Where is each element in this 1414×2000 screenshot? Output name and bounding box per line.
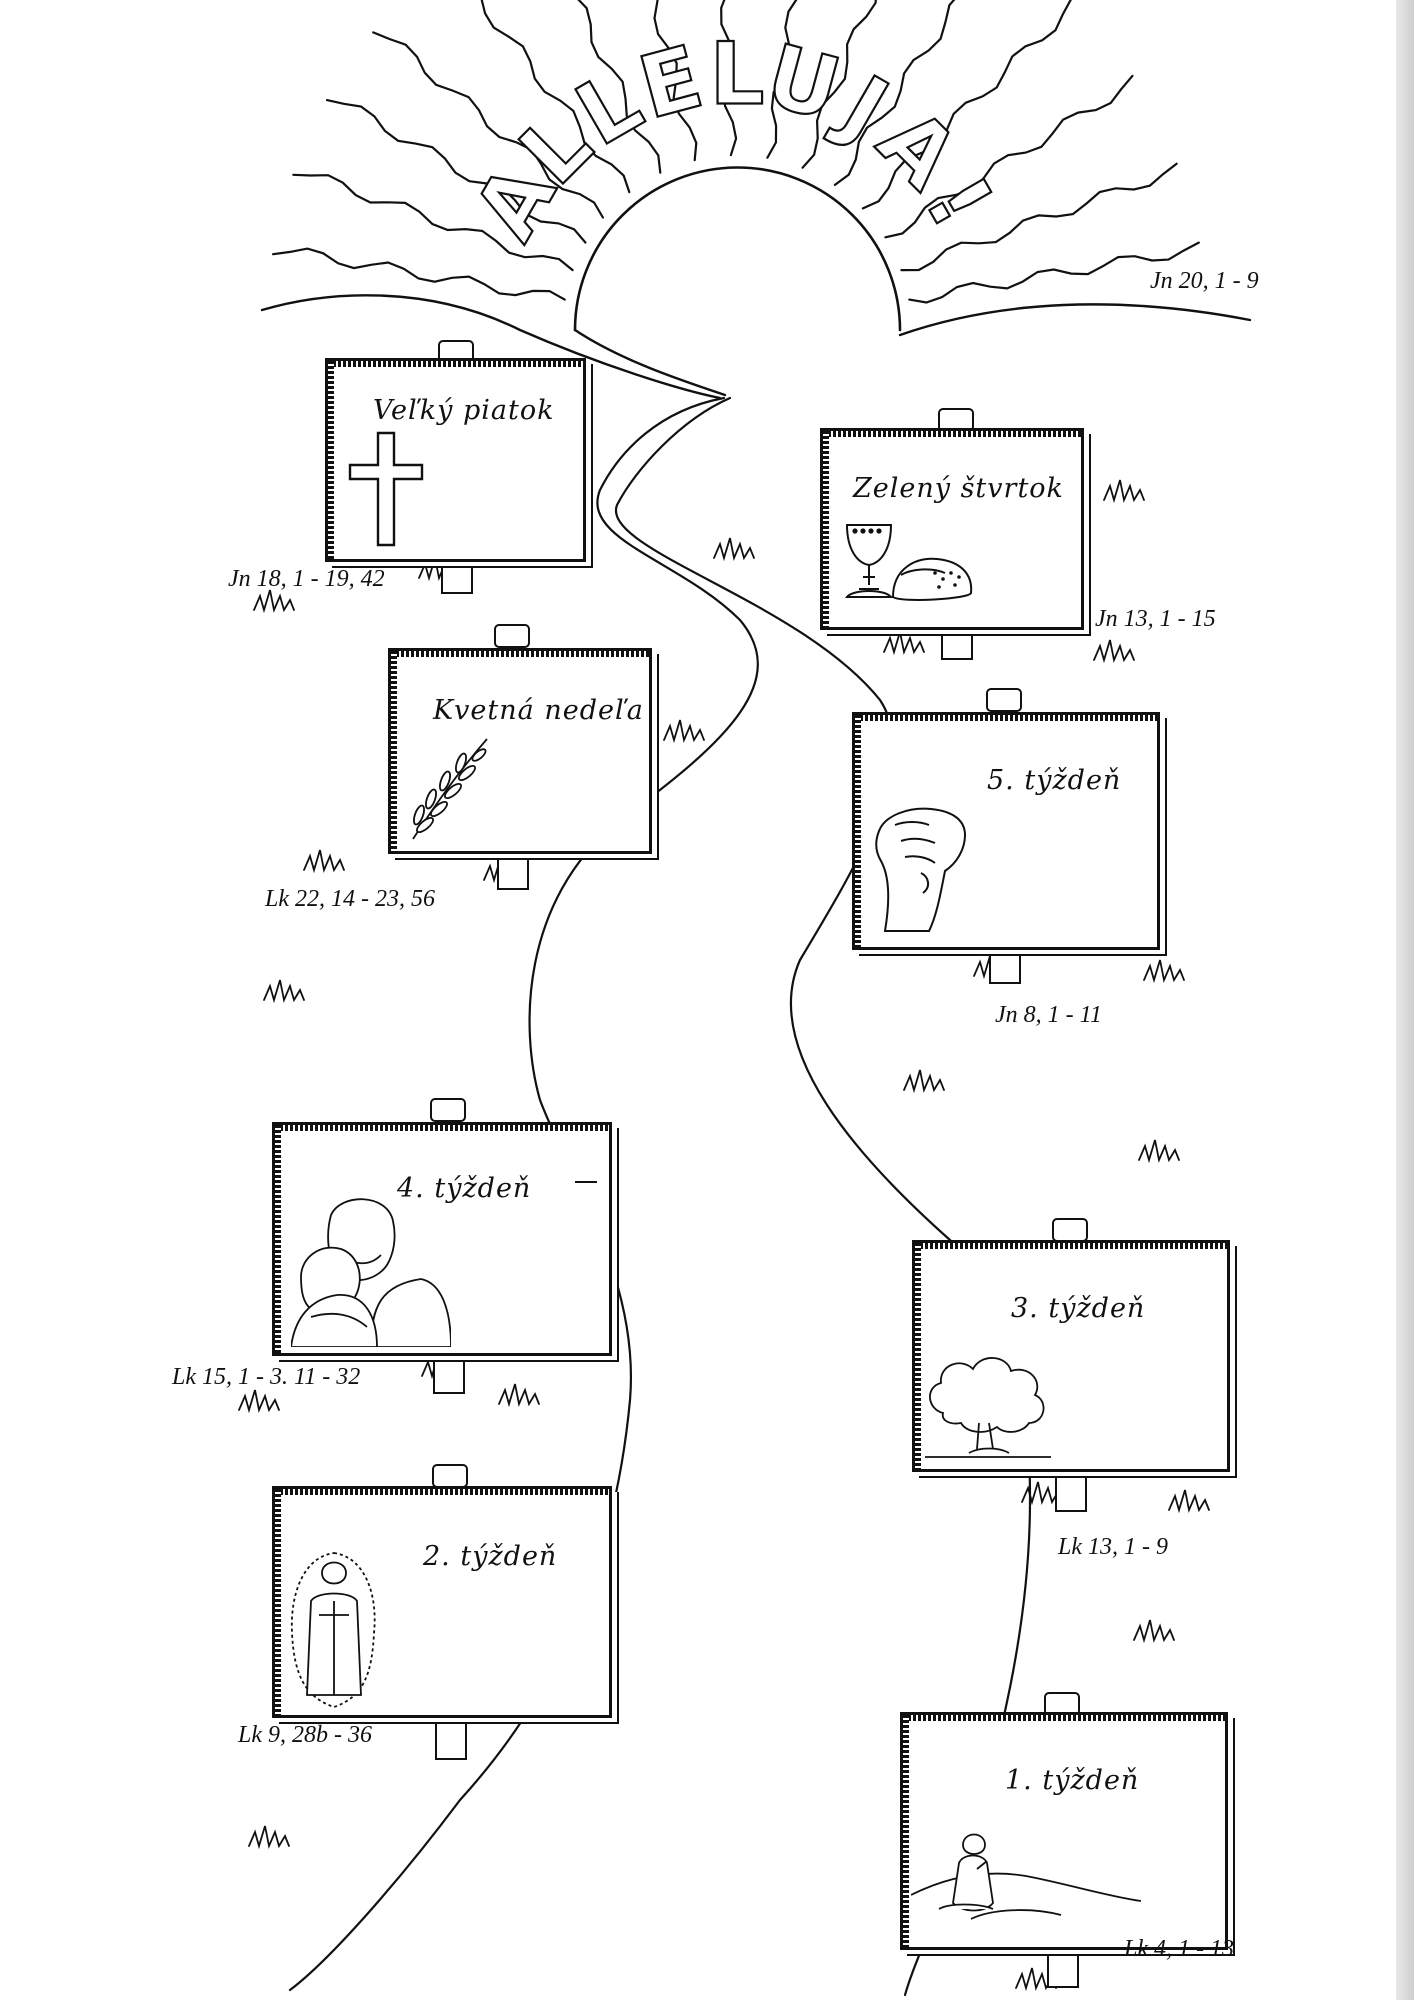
sign-title: 2. týždeň: [423, 1541, 557, 1572]
grass-tuft: [1104, 480, 1144, 500]
sign-post: [1055, 1470, 1087, 1512]
sign-title: 3. týždeň: [1011, 1293, 1145, 1324]
sign-post-cap: [986, 688, 1022, 712]
grass-tuft: [499, 1384, 539, 1404]
sign-post: [497, 852, 529, 890]
hill-right: [900, 304, 1250, 335]
sign-reference: Lk 4, 1 - 13: [1124, 1936, 1234, 1963]
grass-tuft: [264, 980, 304, 1000]
sign-reference: Jn 18, 1 - 19, 42: [228, 566, 385, 593]
sign-title: Kvetná nedeľa: [433, 695, 644, 726]
grass-tuft: [1169, 1490, 1209, 1510]
grass-tuft: [249, 1826, 289, 1846]
tree-icon: [923, 1353, 1053, 1463]
sign-velky-piatok: Veľký piatok: [325, 358, 586, 562]
sign-zeleny-stvrtok: Zelený štvrtok: [820, 428, 1084, 630]
praying-figure-icon: [911, 1829, 1141, 1939]
sign-post-cap: [1052, 1218, 1088, 1242]
cross-icon: [346, 429, 426, 549]
grass-tuft: [239, 1390, 279, 1410]
grass-tuft: [714, 538, 754, 558]
sign-kvetna-nedela: Kvetná nedeľa: [388, 648, 652, 854]
sign-week-1: 1. týždeň: [900, 1712, 1228, 1950]
sign-title: Veľký piatok: [373, 395, 555, 426]
grass-tuft: [904, 1070, 944, 1090]
grass-tuft: [1134, 1620, 1174, 1640]
sign-week-4: 4. týždeň: [272, 1122, 612, 1356]
sign-week-5: 5. týždeň: [852, 712, 1160, 950]
grass-tuft: [884, 632, 924, 652]
sign-post-cap: [432, 1464, 468, 1488]
fist-icon: [865, 801, 975, 941]
sign-post-cap: [494, 624, 530, 648]
sign-reference: Jn 8, 1 - 11: [995, 1002, 1102, 1029]
sign-post: [441, 558, 473, 594]
sign-post: [989, 948, 1021, 984]
sign-reference: Lk 9, 28b - 36: [238, 1722, 372, 1749]
sign-reference: Lk 15, 1 - 3. 11 - 32: [172, 1364, 360, 1391]
sign-reference: Lk 22, 14 - 23, 56: [265, 886, 435, 913]
dash-mark: [575, 1181, 597, 1183]
sign-title: 1. týždeň: [1005, 1765, 1139, 1796]
grass-tuft: [304, 850, 344, 870]
sign-reference: Jn 13, 1 - 15: [1095, 606, 1216, 633]
sign-week-3: 3. týždeň: [912, 1240, 1230, 1472]
easter-reference: Jn 20, 1 - 9: [1150, 268, 1259, 295]
grass-tuft: [664, 720, 704, 740]
sign-reference: Lk 13, 1 - 9: [1058, 1534, 1168, 1561]
sign-post: [433, 1354, 465, 1394]
transfiguration-icon: [289, 1551, 379, 1711]
grass-tuft: [1139, 1140, 1179, 1160]
sign-post-cap: [430, 1098, 466, 1122]
sign-week-2: 2. týždeň: [272, 1486, 612, 1718]
father-son-icon: [291, 1197, 451, 1347]
sign-post: [435, 1716, 467, 1760]
sign-post: [1047, 1948, 1079, 1988]
chalice-bread-icon: [839, 517, 979, 617]
sun: [575, 168, 900, 330]
grass-tuft: [254, 590, 294, 610]
sign-post: [941, 626, 973, 660]
palm-branch-icon: [405, 735, 495, 845]
alleluja-letter: U: [756, 26, 849, 141]
alleluja-letter: L: [710, 24, 765, 124]
grass-tuft: [1144, 960, 1184, 980]
sign-title: Zelený štvrtok: [853, 473, 1064, 504]
sign-title: 5. týždeň: [987, 765, 1121, 796]
grass-tuft: [1094, 640, 1134, 660]
